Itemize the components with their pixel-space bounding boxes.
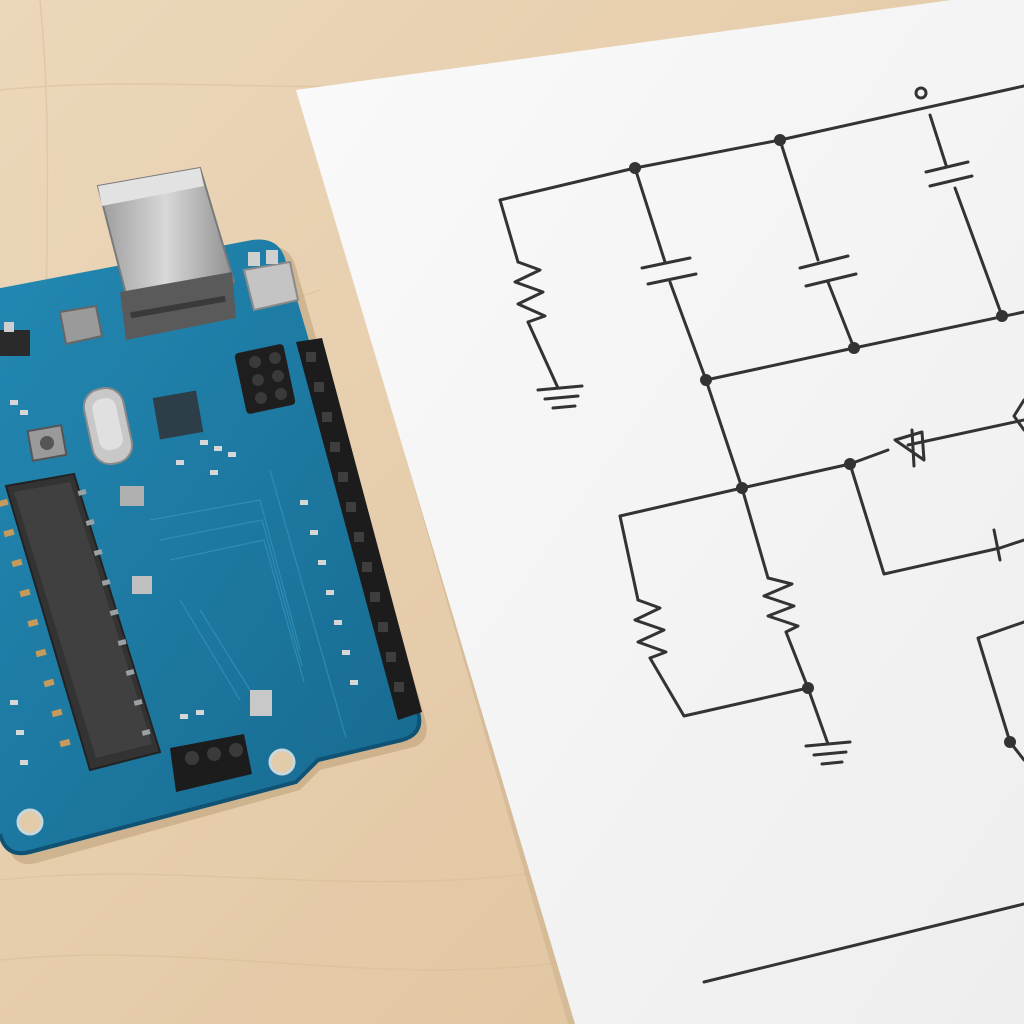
resistor-icon (513, 260, 547, 324)
junction-dot-icon (629, 162, 641, 174)
junction-dot-icon (1004, 736, 1016, 748)
junction-dot-icon (802, 682, 814, 694)
junction-dot-icon (848, 342, 860, 354)
ground-icon (536, 384, 584, 410)
capacitor-icon (924, 160, 974, 188)
resistor-icon (633, 598, 668, 660)
smd-chip (152, 390, 204, 440)
reset-button (26, 424, 68, 462)
junction-dot-icon (774, 134, 786, 146)
board-edge (0, 711, 422, 856)
smd-components (10, 400, 358, 765)
board-traces (149, 469, 347, 739)
capacitor-icon (640, 256, 698, 286)
junction-dot-icon (736, 482, 748, 494)
small-pin-header (170, 734, 252, 792)
junction-dot-icon (996, 310, 1008, 322)
small-transistor (0, 304, 104, 356)
resistor-icon (762, 576, 800, 634)
ground-icon (804, 740, 852, 766)
mounting-hole (16, 808, 44, 836)
junction-dot-icon (844, 458, 856, 470)
power-regulator (242, 250, 300, 312)
diode-icon (893, 428, 926, 468)
junction-dot-icon (700, 374, 712, 386)
female-pin-header (296, 338, 422, 720)
usb-connector (96, 166, 236, 340)
microcontroller-chip (0, 472, 162, 772)
crystal-oscillator (82, 387, 134, 465)
icsp-header (234, 344, 296, 414)
mounting-hole (268, 748, 296, 776)
junction-dots (629, 134, 1016, 748)
capacitor-icon (798, 254, 858, 288)
